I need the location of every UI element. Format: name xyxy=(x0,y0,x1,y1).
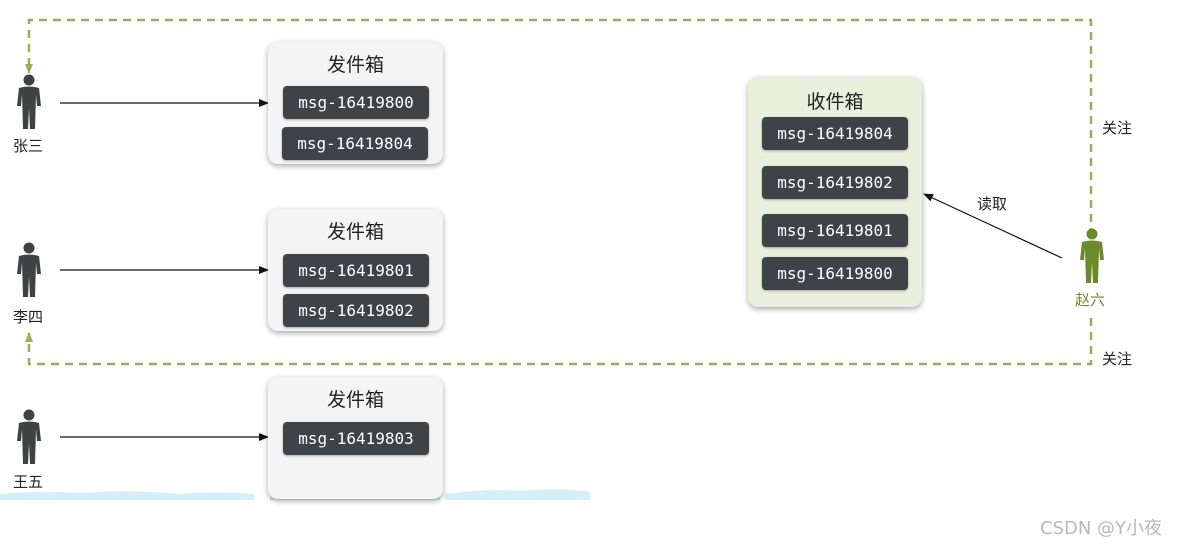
outbox-wangwu: 发件箱 msg-16419803 xyxy=(268,377,443,499)
inbox-zhaoliu: 收件箱 msg-16419804 msg-16419802 msg-164198… xyxy=(748,77,922,307)
message-chip: msg-16419804 xyxy=(762,117,908,150)
follow-label-bottom: 关注 xyxy=(1102,350,1133,368)
user-label-zhangsan: 张三 xyxy=(13,137,44,155)
message-chip: msg-16419804 xyxy=(282,127,428,160)
outbox-title: 发件箱 xyxy=(326,54,384,76)
outbox-lisi: 发件箱 msg-16419801 msg-16419802 xyxy=(268,209,443,331)
message-chip: msg-16419802 xyxy=(762,166,908,199)
user-label-zhaoliu: 赵六 xyxy=(1075,291,1106,309)
outbox-zhangsan: 发件箱 msg-16419800 msg-16419804 xyxy=(268,42,443,164)
follow-line-zhangsan xyxy=(25,18,1093,250)
person-icon-zhaoliu xyxy=(1077,228,1107,284)
message-chip: msg-16419801 xyxy=(283,254,429,287)
read-arrow xyxy=(923,193,1063,259)
person-icon-zhangsan xyxy=(14,74,44,130)
user-label-wangwu: 王五 xyxy=(13,473,44,491)
read-label: 读取 xyxy=(977,195,1008,213)
person-icon-wangwu xyxy=(14,409,44,465)
follow-line-lisi xyxy=(25,318,1093,366)
message-chip: msg-16419801 xyxy=(762,214,908,247)
inbox-title: 收件箱 xyxy=(806,91,864,113)
user-label-lisi: 李四 xyxy=(13,308,44,326)
message-chip: msg-16419802 xyxy=(283,294,429,327)
message-chip: msg-16419800 xyxy=(762,257,908,290)
follow-label-top: 关注 xyxy=(1102,119,1133,137)
watermark: CSDN @Y小夜 xyxy=(1040,518,1163,539)
person-icon-lisi xyxy=(14,242,44,298)
outbox-title: 发件箱 xyxy=(326,221,384,243)
outbox-title: 发件箱 xyxy=(326,389,384,411)
message-chip: msg-16419803 xyxy=(283,422,429,455)
message-chip: msg-16419800 xyxy=(283,86,429,119)
